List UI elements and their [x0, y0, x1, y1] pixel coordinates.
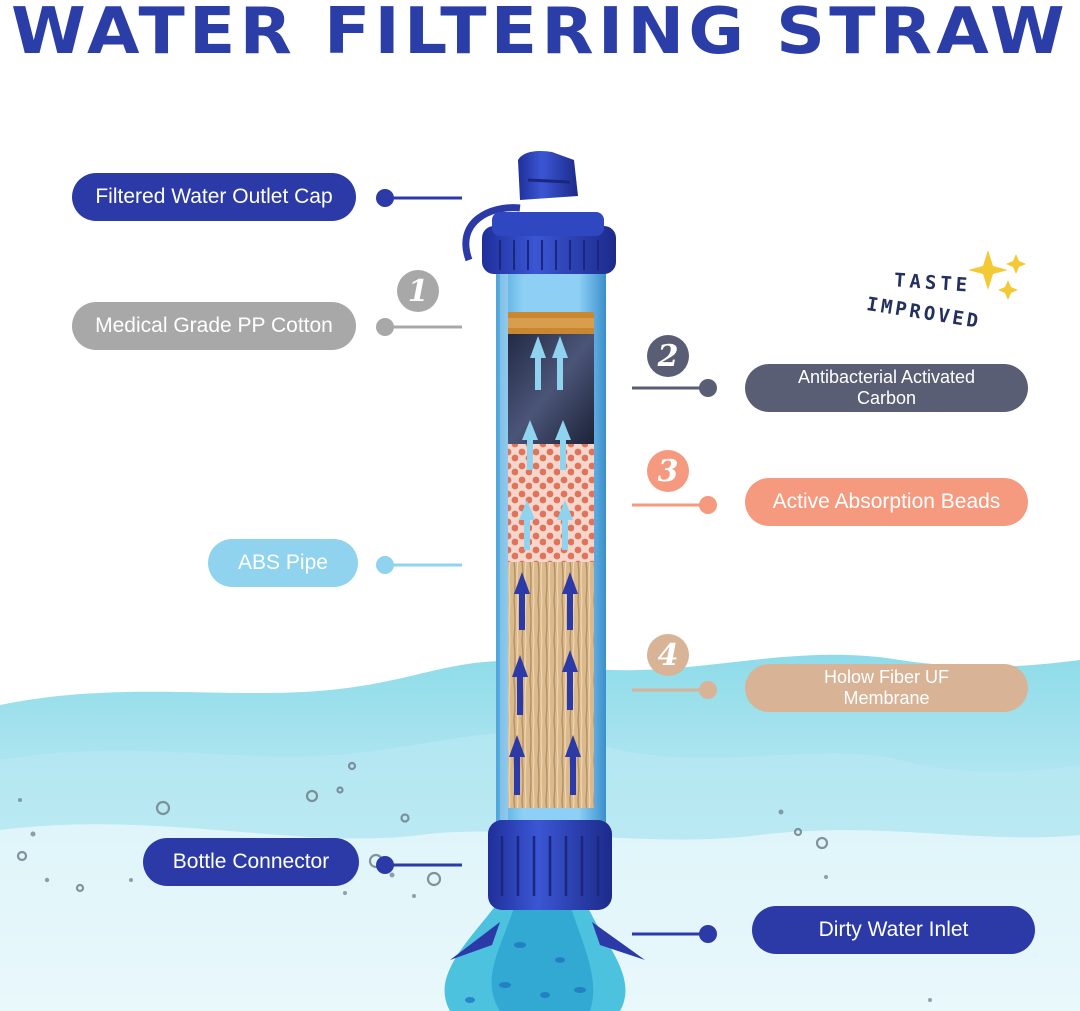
label-outlet-cap: Filtered Water Outlet Cap [72, 173, 356, 221]
label-inlet: Dirty Water Inlet [752, 906, 1035, 954]
label-abs-pipe: ABS Pipe [208, 539, 358, 587]
stage-number-2: 2 [647, 335, 689, 377]
label-outlet-cap-text: Filtered Water Outlet Cap [95, 185, 333, 208]
label-bottle-connector-text: Bottle Connector [172, 850, 330, 873]
label-beads-text: Active Absorption Beads [772, 490, 1001, 513]
label-carbon: Antibacterial Activated Carbon [745, 364, 1028, 412]
stage-number-3: 3 [647, 450, 689, 492]
arrow-up-icon [519, 336, 573, 550]
label-pp-cotton: Medical Grade PP Cotton [72, 302, 356, 350]
label-inlet-text: Dirty Water Inlet [818, 918, 969, 941]
stage-number-1: 1 [397, 270, 439, 312]
label-pp-cotton-text: Medical Grade PP Cotton [95, 314, 333, 337]
badge-line-1: TASTE [893, 269, 972, 297]
label-carbon-text: Antibacterial Activated Carbon [797, 367, 976, 408]
label-membrane-text: Holow Fiber UF Membrane [823, 667, 950, 708]
badge-line-2: IMPROVED [864, 293, 983, 333]
label-beads: Active Absorption Beads [745, 478, 1028, 526]
label-bottle-connector: Bottle Connector [143, 838, 359, 886]
stage-number-4: 4 [647, 634, 689, 676]
page-title: WATER FILTERING STRAW [11, 0, 1069, 69]
label-membrane: Holow Fiber UF Membrane [745, 664, 1028, 712]
sparkle-icon [968, 250, 1026, 300]
label-abs-pipe-text: ABS Pipe [238, 551, 328, 574]
